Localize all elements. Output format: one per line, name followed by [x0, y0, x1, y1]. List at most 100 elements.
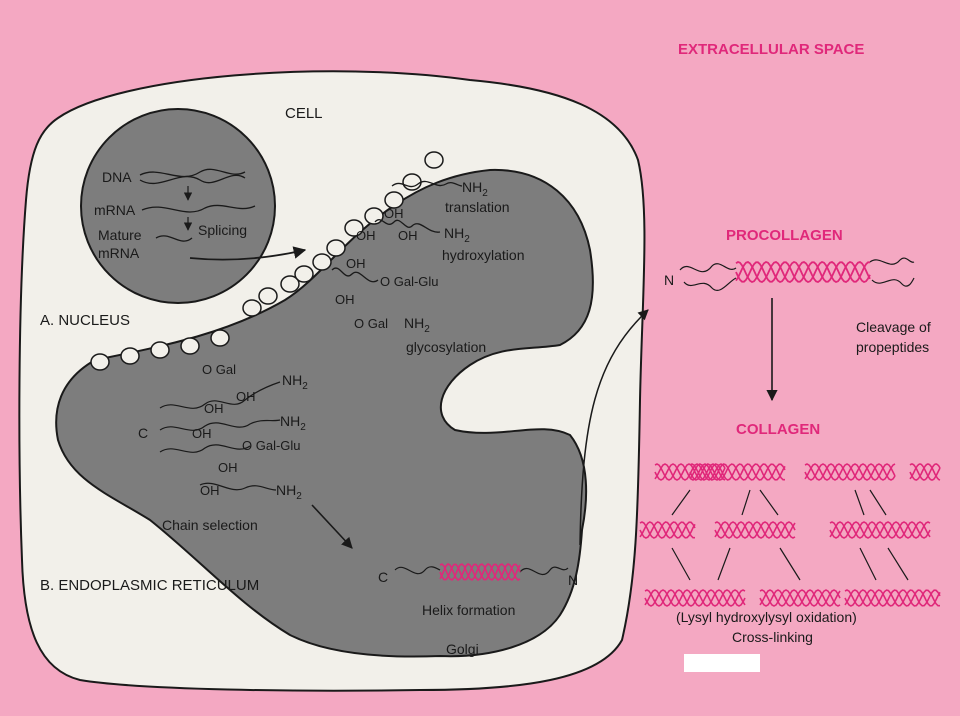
cell-label: CELL: [285, 105, 323, 122]
mature-mrna-strand: [155, 235, 193, 242]
cross-link: [759, 489, 779, 516]
collagen-strand: [714, 521, 796, 539]
collagen-strand: [909, 463, 941, 481]
chain-1: [159, 381, 281, 409]
ribosome-group: [90, 151, 444, 371]
cross-link: [779, 547, 801, 581]
dna-label: DNA: [102, 169, 132, 185]
nh2-chain-1: NH2: [282, 372, 308, 392]
collagen-strand: [639, 521, 696, 539]
collagen-strand: [804, 463, 896, 481]
ribosome: [180, 337, 200, 355]
collagen-strand: [759, 589, 841, 607]
dna-strand-1: [139, 168, 246, 178]
cleavage-label-line2: propeptides: [856, 339, 929, 355]
dna-strand-2: [139, 174, 246, 185]
mrna-label: mRNA: [94, 202, 136, 218]
cross-link: [869, 489, 887, 516]
o-gal-er: O Gal: [354, 316, 388, 331]
translation-label: translation: [445, 199, 510, 215]
ribosome: [402, 173, 422, 191]
procollagen-c-propeptide: [869, 257, 915, 265]
mrna-strand: [141, 204, 256, 213]
golgi-label: Golgi: [446, 641, 479, 657]
chain-selection-label: Chain selection: [162, 517, 258, 533]
collagen-strand: [714, 521, 796, 539]
ribosome: [344, 219, 364, 237]
ribosome: [242, 299, 262, 317]
procollagen-strand: [735, 260, 871, 284]
ribosome: [150, 341, 170, 359]
cross-link: [859, 547, 877, 581]
endoplasmic-reticulum: [55, 168, 594, 658]
cleavage-label-line1: Cleavage of: [856, 319, 931, 335]
procollagen-label: PROCOLLAGEN: [726, 227, 843, 244]
cross-link: [671, 489, 691, 516]
helix-c-terminus: C: [378, 569, 388, 585]
chain-selection-arrow: [311, 504, 353, 549]
ribosome: [258, 287, 278, 305]
collagen-strand: [804, 463, 896, 481]
oh-10: OH: [200, 483, 220, 498]
oh-7: OH: [236, 389, 256, 404]
collagen-strand: [844, 589, 940, 607]
procollagen-strand: [735, 261, 870, 283]
helix-strand: [439, 563, 521, 581]
ribosome: [312, 253, 332, 271]
oh-2: OH: [356, 228, 376, 243]
o-gal-glu-er: O Gal-Glu: [380, 274, 439, 289]
er-label: B. ENDOPLASMIC RETICULUM: [40, 577, 259, 594]
oh-8: OH: [192, 426, 212, 441]
ribosome: [424, 151, 444, 169]
collagen-strand: [804, 463, 896, 481]
procollagen-n-terminus: N: [664, 272, 674, 288]
collagen-strand: [844, 589, 941, 607]
helix-n-tail: [519, 566, 569, 576]
procollagen-strand: [735, 261, 871, 283]
collagen-strand: [689, 463, 786, 481]
o-gal-chain: O Gal: [202, 362, 236, 377]
procollagen-n-propeptide: [679, 263, 737, 273]
collagen-label: COLLAGEN: [736, 421, 820, 438]
ribosome: [364, 207, 384, 225]
ribosome: [210, 329, 230, 347]
nh2-chain-2: NH2: [280, 413, 306, 433]
nucleus-label: A. NUCLEUS: [40, 312, 130, 329]
ribosome: [90, 353, 110, 371]
oh-4: OH: [346, 256, 366, 271]
chain-3: [159, 444, 251, 453]
collagen-strand: [759, 589, 841, 607]
helix-er: [439, 563, 521, 581]
cross-link: [717, 547, 731, 581]
ribosome: [280, 275, 300, 293]
scale-bar-box: [684, 654, 760, 672]
glycosylated-chain: [331, 267, 379, 283]
splicing-label: Splicing: [198, 222, 247, 238]
chain-4: [199, 482, 277, 491]
secretion-arrow: [579, 309, 649, 546]
hydroxylated-chain: [374, 219, 441, 233]
nh2-hydroxylation: NH2: [444, 225, 470, 245]
nh2-glycosylation: NH2: [404, 315, 430, 335]
ribosome: [326, 239, 346, 257]
hydroxylation-label: hydroxylation: [442, 247, 525, 263]
helix-c-tail: [394, 566, 441, 575]
c-terminus-chain: C: [138, 425, 148, 441]
oh-3: OH: [398, 228, 418, 243]
ribosome: [294, 265, 314, 283]
lysyl-oxidation-label: (Lysyl hydroxylysyl oxidation): [676, 609, 857, 625]
oh-6: OH: [204, 401, 224, 416]
nh2-chain-3: NH2: [276, 482, 302, 502]
collagen-strand: [644, 589, 746, 607]
helix-n-terminus: N: [568, 572, 578, 588]
mature-mrna-label: mRNA: [98, 245, 140, 261]
nascent-chain: [391, 180, 463, 188]
helix-strand: [439, 563, 521, 581]
cross-link-lines: [671, 489, 909, 581]
cross-linking-label: Cross-linking: [732, 629, 813, 645]
cross-link: [854, 489, 865, 516]
collagen-strand: [909, 463, 941, 481]
collagen-strand: [689, 463, 786, 481]
oh-5: OH: [335, 292, 355, 307]
